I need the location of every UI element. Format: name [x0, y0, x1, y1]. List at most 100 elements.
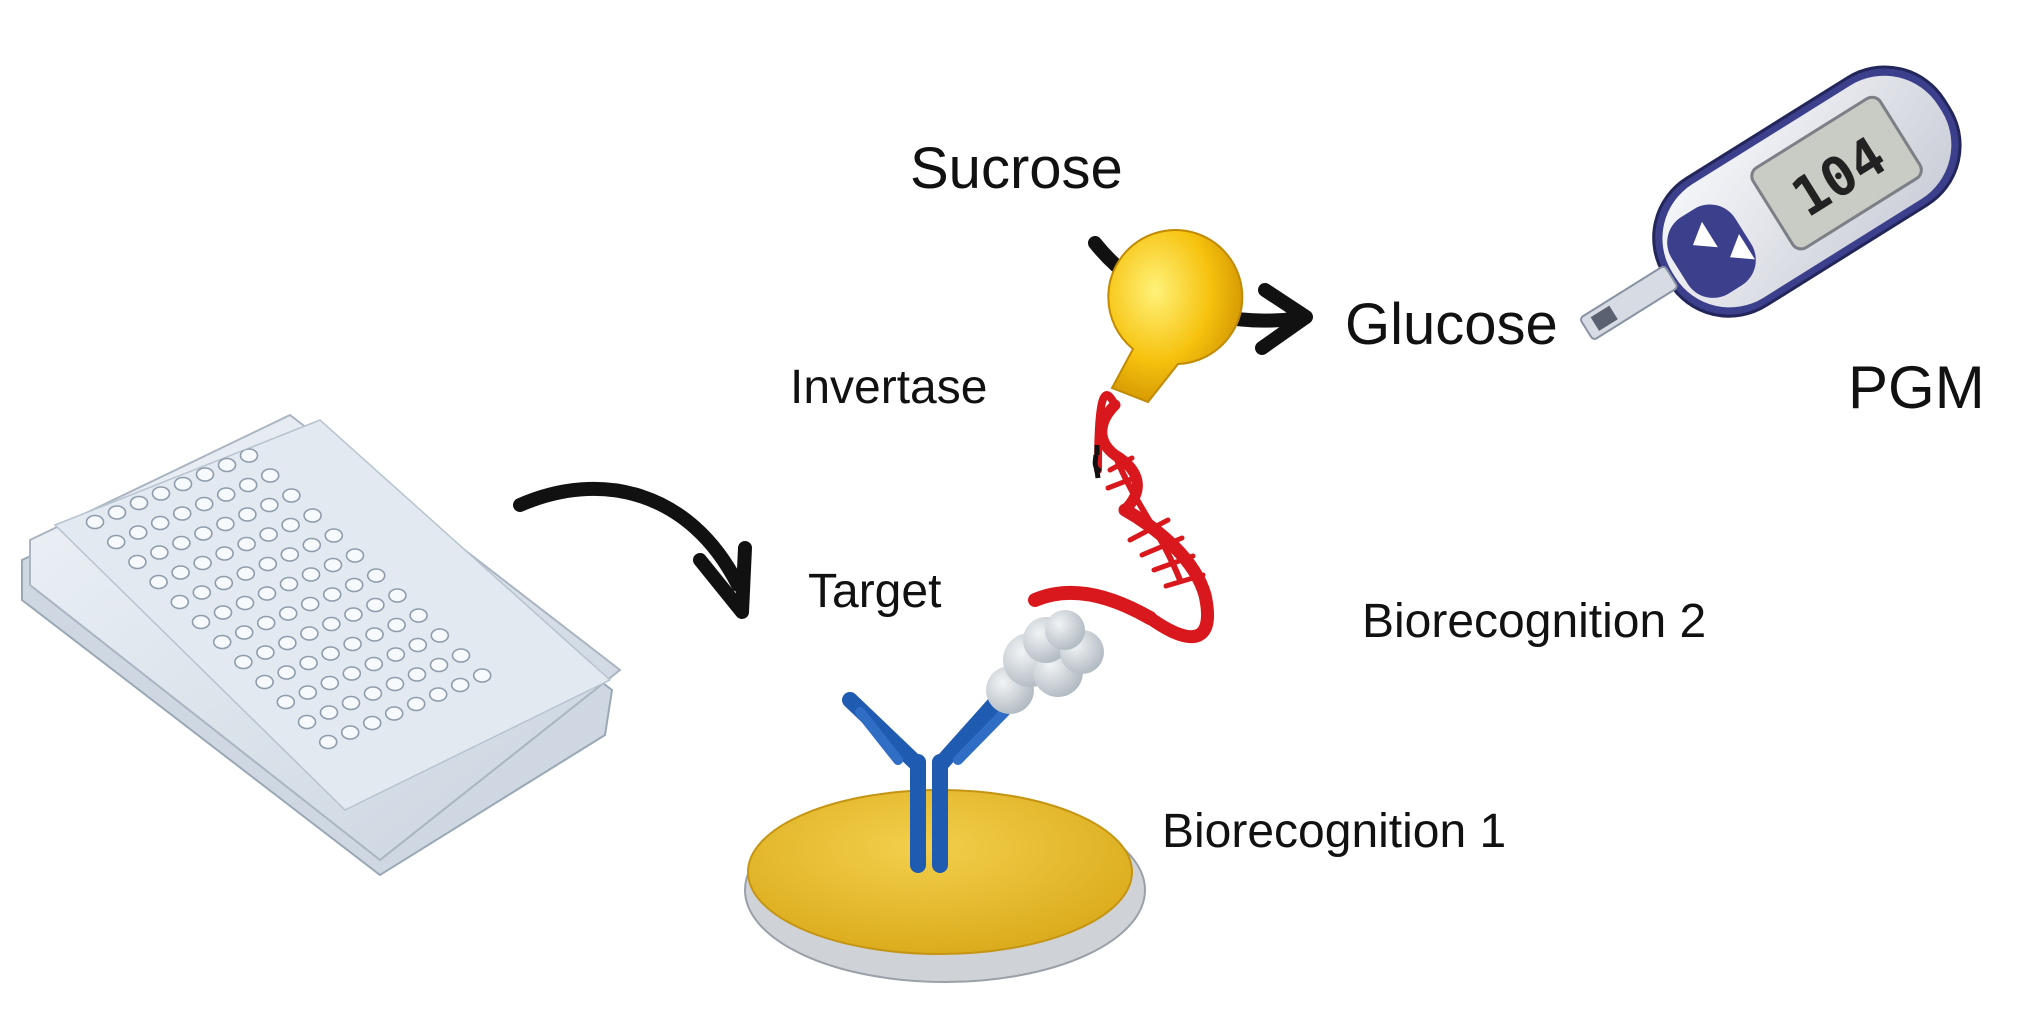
microplate-well — [429, 657, 449, 673]
microplate-well — [428, 687, 448, 702]
microplate-well — [194, 526, 213, 541]
microplate-well — [193, 555, 212, 571]
biorecognition-1-label: Biorecognition 1 — [1162, 805, 1507, 858]
microplate-well — [362, 715, 382, 731]
microplate-well — [386, 647, 406, 662]
microplate-well — [236, 566, 256, 581]
microplate-well — [106, 534, 126, 550]
aptamer-icon — [1028, 391, 1215, 644]
invertase-label: Invertase — [790, 361, 988, 414]
microplate-image — [21, 413, 622, 877]
glucose-label: Glucose — [1345, 292, 1558, 357]
microplate-well — [323, 557, 343, 573]
microplate-well — [150, 515, 170, 531]
microplate-well — [363, 686, 383, 701]
microplate-well — [303, 508, 322, 523]
microplate-well — [194, 496, 214, 512]
microplate-well — [192, 585, 212, 600]
microplate-well — [260, 497, 279, 513]
microplate-well — [344, 577, 364, 593]
invertase-icon — [1094, 229, 1244, 455]
microplate-well — [212, 634, 232, 650]
microplate-well — [276, 694, 296, 710]
microplate-well — [234, 654, 253, 670]
microplate-well — [235, 595, 255, 611]
microplate-well — [301, 567, 321, 582]
microplate-well — [406, 696, 426, 712]
microplate-well — [173, 476, 193, 492]
microplate-well — [172, 535, 191, 551]
microplate-well — [342, 666, 362, 681]
microplate-well — [340, 725, 360, 740]
microplate-well — [320, 675, 340, 691]
microplate-well — [234, 625, 254, 640]
microplate-well — [385, 676, 405, 692]
microplate-well — [172, 506, 192, 521]
microplate-well — [128, 525, 148, 540]
microplate-well — [277, 665, 296, 680]
microplate-well — [278, 606, 298, 621]
microplate-well — [388, 588, 407, 603]
microplate-well — [409, 608, 428, 623]
microplate-well — [191, 614, 211, 630]
microplate-well — [129, 495, 149, 511]
arrow-plate-to-target — [513, 481, 752, 619]
microplate-well — [282, 488, 301, 503]
microplate-well — [322, 587, 342, 602]
microplate-well — [319, 705, 339, 720]
microplate-wells — [85, 448, 492, 750]
microplate-well — [408, 637, 428, 653]
microplate-well — [302, 537, 322, 553]
microplate-well — [171, 565, 190, 580]
microplate-well — [365, 627, 384, 642]
microplate-well — [278, 635, 297, 651]
microplate-well — [341, 695, 361, 711]
microplate-well — [279, 576, 299, 592]
microplate-well — [255, 674, 274, 690]
microplate-well — [149, 574, 168, 590]
microplate-well — [85, 514, 105, 530]
microplate-well — [300, 626, 319, 641]
microplate-well — [384, 706, 404, 721]
microplate-well — [128, 554, 147, 570]
microplate-well — [298, 685, 318, 700]
microplate-well — [216, 487, 236, 502]
biorecognition-2-label: Biorecognition 2 — [1362, 595, 1707, 648]
microplate-well — [258, 556, 278, 572]
microplate-well — [238, 507, 257, 522]
microplate-well — [321, 646, 340, 661]
microplate-well — [451, 648, 471, 663]
microplate-well — [430, 628, 450, 643]
microplate-well — [366, 568, 386, 583]
linker-line — [1092, 454, 1101, 479]
microplate-well — [472, 668, 492, 683]
microplate-well — [170, 594, 190, 610]
microplate-well — [107, 505, 127, 520]
microplate-well — [239, 448, 259, 463]
microplate-well — [299, 655, 318, 671]
microplate-well — [297, 714, 317, 730]
microplate-well — [344, 607, 363, 622]
microplate-well — [237, 536, 256, 552]
microplate-well — [450, 677, 470, 693]
microplate-well — [300, 596, 320, 612]
sucrose-label: Sucrose — [910, 136, 1123, 201]
glucose-meter-icon: 104 — [1580, 65, 1962, 340]
microplate-well — [150, 545, 169, 560]
microplate-well — [257, 586, 277, 601]
microplate-well — [318, 734, 338, 750]
microplate-well — [345, 548, 365, 563]
microplate-well — [343, 636, 362, 652]
microplate-well — [324, 528, 344, 543]
microplate-well — [366, 597, 385, 613]
microplate-well — [256, 615, 276, 631]
microplate-well — [215, 546, 234, 561]
microplate-well — [213, 605, 233, 620]
microplate-well — [217, 457, 237, 473]
microplate-well — [195, 467, 215, 482]
microplate-well — [280, 547, 300, 562]
microplate-well — [322, 616, 341, 632]
microplate-well — [216, 516, 235, 532]
